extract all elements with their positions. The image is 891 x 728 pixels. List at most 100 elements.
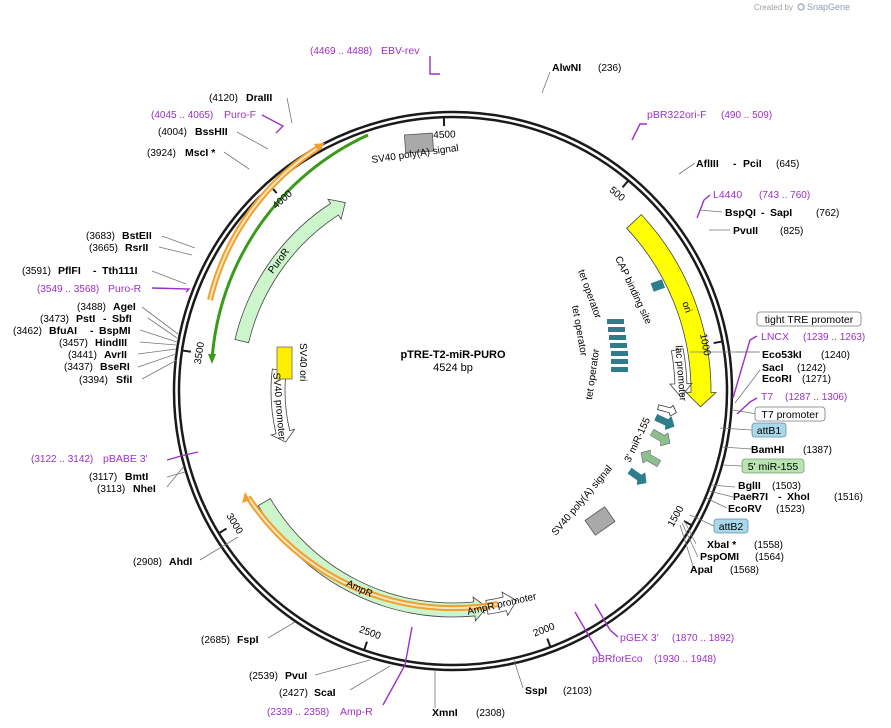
svg-text:(3122 .. 3142): (3122 .. 3142) xyxy=(31,454,93,465)
backbone-inner xyxy=(177,115,729,667)
site-xmni: XmnI(2308) xyxy=(432,707,505,719)
svg-text:(3683): (3683) xyxy=(86,231,115,242)
svg-text:(1870 .. 1892): (1870 .. 1892) xyxy=(672,633,734,644)
svg-text:XhoI: XhoI xyxy=(787,491,810,503)
svg-text:pGEX 3': pGEX 3' xyxy=(620,632,659,644)
site-scai: (2427)ScaI xyxy=(279,687,336,699)
site-bseri: (3437)BseRI xyxy=(64,361,130,373)
svg-text:(2339 .. 2358): (2339 .. 2358) xyxy=(267,707,329,718)
svg-text:BseRI: BseRI xyxy=(100,361,130,373)
svg-text:5' miR-155: 5' miR-155 xyxy=(748,461,799,473)
puror-arrow xyxy=(234,198,346,344)
svg-text:(645): (645) xyxy=(776,159,799,170)
svg-text:XmnI: XmnI xyxy=(432,707,458,719)
primer-amp-r: (2339 .. 2358)Amp-R xyxy=(267,706,373,718)
svg-text:(4469 .. 4488): (4469 .. 4488) xyxy=(310,46,372,57)
svg-text:PvuI: PvuI xyxy=(285,670,307,682)
primer-pbrforeco: pBRforEco (1930 .. 1948) xyxy=(592,653,716,665)
backbone-outer xyxy=(172,110,734,672)
svg-text:BmtI: BmtI xyxy=(125,471,148,483)
svg-text:pBR322ori-F: pBR322ori-F xyxy=(647,109,707,121)
site-msci: (3924)MscI * xyxy=(147,147,216,159)
svg-text:(1240): (1240) xyxy=(821,350,850,361)
site-sfii: (3394)SfiI xyxy=(79,374,132,386)
svg-text:(3591): (3591) xyxy=(22,266,51,277)
svg-text:(1387): (1387) xyxy=(803,445,832,456)
svg-text:(3113): (3113) xyxy=(97,484,125,495)
svg-text:-: - xyxy=(778,491,782,503)
svg-text:(3117): (3117) xyxy=(89,472,117,483)
svg-text:(3457): (3457) xyxy=(59,338,88,349)
site-fspi: (2685)FspI xyxy=(201,634,259,646)
svg-text:(490 .. 509): (490 .. 509) xyxy=(721,110,772,121)
svg-text:PciI: PciI xyxy=(743,158,762,170)
tick-label: 2500 xyxy=(358,624,383,642)
site-rsrii: (3665)RsrII xyxy=(89,242,148,254)
site-bspqi-sapi: BspQI- SapI(762) xyxy=(725,207,839,219)
ori-label: ori xyxy=(679,300,693,314)
svg-text:(825): (825) xyxy=(780,226,803,237)
svg-text:pBRforEco: pBRforEco xyxy=(592,653,643,665)
svg-text:PvuII: PvuII xyxy=(733,225,758,237)
sv40-promoter-arrow xyxy=(270,368,296,443)
svg-text:SspI: SspI xyxy=(525,685,547,697)
svg-text:HindIII: HindIII xyxy=(95,337,127,349)
svg-text:(3549 .. 3568): (3549 .. 3568) xyxy=(37,284,99,295)
svg-text:MscI *: MscI * xyxy=(185,147,216,159)
site-agei: (3488) AgeI xyxy=(77,301,136,313)
sv40-polya-box-bottom xyxy=(584,506,616,536)
attb1-tag: attB1 xyxy=(751,422,787,438)
tet-operator-label-3: tet operator xyxy=(584,348,602,401)
site-pflfi-tth111i: (3591)PflFI- Tth111I xyxy=(22,265,138,277)
svg-text:(3462): (3462) xyxy=(13,326,42,337)
svg-text:EcoRI: EcoRI xyxy=(762,373,792,385)
svg-text:EBV-rev: EBV-rev xyxy=(381,45,420,57)
svg-text:BglII: BglII xyxy=(738,480,761,492)
svg-text:PspOMI: PspOMI xyxy=(700,551,739,563)
site-alwni: AlwNI(236) xyxy=(552,62,621,74)
site-hindiii: (3457) HindIII xyxy=(59,337,127,349)
cap-binding-site-box xyxy=(650,279,666,292)
svg-text:(1930 .. 1948): (1930 .. 1948) xyxy=(654,654,716,665)
tick-mark xyxy=(218,527,228,535)
mir155-5p-tag: 5' miR-155 xyxy=(741,458,805,474)
green-band-puro-head xyxy=(208,354,216,364)
svg-text:Tth111I: Tth111I xyxy=(102,265,138,277)
primer-lines xyxy=(151,56,758,706)
svg-text:XbaI *: XbaI * xyxy=(707,539,737,551)
primer-pbabe-3: (3122 .. 3142) pBABE 3' xyxy=(31,453,148,465)
svg-text:(4045 .. 4065): (4045 .. 4065) xyxy=(151,110,213,121)
svg-text:-: - xyxy=(733,158,737,170)
svg-text:EcoRV: EcoRV xyxy=(728,503,762,515)
site-apai: ApaI(1568) xyxy=(690,564,759,576)
site-bglii: BglII (1503) xyxy=(738,480,801,492)
primer-ebv-rev: (4469 .. 4488) EBV-rev xyxy=(310,45,420,57)
site-draiii: (4120)DraIII xyxy=(209,92,272,104)
plasmid-name: pTRE-T2-miR-PURO xyxy=(400,349,506,361)
site-saci: SacI(1242) xyxy=(762,362,826,374)
svg-text:(1287 .. 1306): (1287 .. 1306) xyxy=(785,392,847,403)
attb2-tag: attB2 xyxy=(713,518,749,534)
ori-arrow xyxy=(626,214,718,408)
svg-text:(2427): (2427) xyxy=(279,688,308,699)
svg-text:(762): (762) xyxy=(816,208,839,219)
svg-text:(1516): (1516) xyxy=(834,492,863,503)
svg-text:NheI: NheI xyxy=(133,483,156,495)
svg-text:AgeI: AgeI xyxy=(113,301,136,313)
svg-text:(1503): (1503) xyxy=(772,481,801,492)
svg-text:(4004): (4004) xyxy=(158,127,187,138)
svg-text:(3441): (3441) xyxy=(68,350,97,361)
site-pvui: (2539)PvuI xyxy=(249,670,307,682)
tick-label: 3500 xyxy=(193,341,207,365)
svg-text:(1239 .. 1263): (1239 .. 1263) xyxy=(803,332,865,343)
svg-text:ApaI: ApaI xyxy=(690,564,713,576)
site-bsteii: (3683)BstEII xyxy=(86,230,152,242)
orange-band-amp-core xyxy=(247,496,499,610)
svg-text:(3488): (3488) xyxy=(77,302,106,313)
svg-text:BssHII: BssHII xyxy=(195,126,228,138)
mir155-3p-arrow xyxy=(640,449,662,467)
site-bsshii: (4004) BssHII xyxy=(158,126,228,138)
svg-text:(236): (236) xyxy=(598,63,621,74)
svg-text:pBABE 3': pBABE 3' xyxy=(103,453,148,465)
